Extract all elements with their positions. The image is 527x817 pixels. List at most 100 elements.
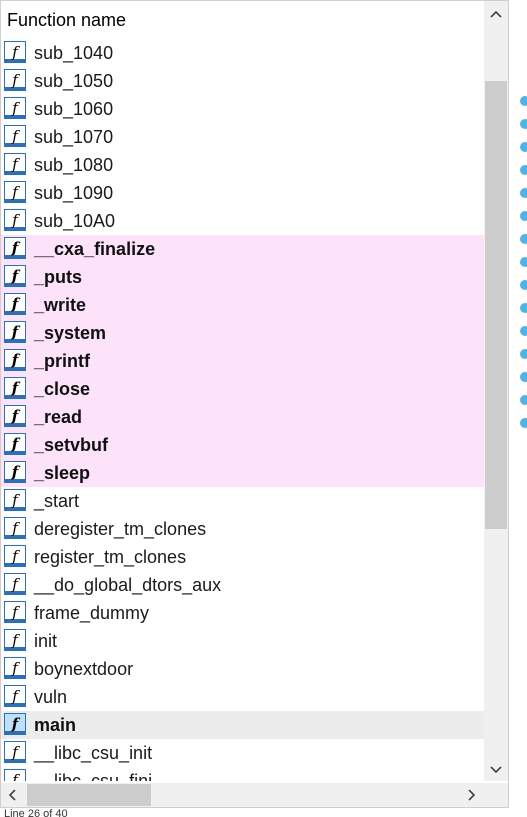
function-name: sub_1040	[34, 43, 114, 63]
function-name: sub_1090	[34, 183, 114, 203]
svg-text:f: f	[11, 687, 20, 705]
horizontal-scrollbar[interactable]	[1, 783, 484, 807]
function-name: init	[34, 631, 58, 651]
svg-text:f: f	[11, 99, 20, 117]
side-marker-dot	[520, 418, 527, 428]
svg-text:f: f	[11, 239, 21, 257]
side-marker-dot	[520, 96, 527, 106]
function-row[interactable]: f _puts	[1, 263, 484, 291]
vertical-scroll-thumb[interactable]	[485, 81, 507, 529]
function-icon: f	[4, 125, 26, 147]
svg-text:f: f	[11, 71, 20, 89]
scrollbar-corner	[484, 783, 508, 807]
svg-text:f: f	[11, 771, 20, 781]
function-name: sub_1060	[34, 99, 114, 119]
function-icon: f	[4, 405, 26, 427]
function-icon: f	[4, 685, 26, 707]
function-name: _read	[34, 407, 83, 427]
function-row[interactable]: f _read	[1, 403, 484, 431]
function-icon: f	[4, 265, 26, 287]
function-name: register_tm_clones	[34, 547, 187, 567]
function-icon: f	[4, 741, 26, 763]
function-name: _start	[34, 491, 80, 511]
function-icon: f	[4, 545, 26, 567]
function-row[interactable]: f register_tm_clones	[1, 543, 484, 571]
svg-text:f: f	[11, 631, 20, 649]
function-icon: f	[4, 97, 26, 119]
side-marker-dot	[520, 211, 527, 221]
status-bar: Line 26 of 40	[4, 808, 68, 817]
function-row[interactable]: f __libc_csu_init	[1, 739, 484, 767]
function-name: _system	[34, 323, 107, 343]
function-icon: f	[4, 349, 26, 371]
function-row[interactable]: f sub_1060	[1, 95, 484, 123]
function-row[interactable]: f _printf	[1, 347, 484, 375]
svg-text:f: f	[11, 155, 20, 173]
chevron-up-icon[interactable]	[484, 3, 508, 27]
function-icon: f	[4, 601, 26, 623]
svg-text:f: f	[11, 435, 21, 453]
svg-text:f: f	[11, 295, 21, 313]
horizontal-scroll-thumb[interactable]	[27, 784, 151, 806]
function-icon: f	[4, 69, 26, 91]
function-name: _setvbuf	[34, 435, 109, 455]
function-name: vuln	[34, 687, 68, 707]
function-row[interactable]: f_close	[1, 375, 484, 403]
function-row[interactable]: f sub_1040	[1, 39, 484, 67]
function-name: frame_dummy	[34, 603, 150, 623]
side-marker-dot	[520, 280, 527, 290]
column-header-function-name[interactable]: Function name	[1, 1, 484, 39]
function-name: _write	[34, 295, 87, 315]
function-row[interactable]: f_sleep	[1, 459, 484, 487]
function-icon: f	[4, 181, 26, 203]
chevron-right-icon[interactable]	[459, 783, 483, 807]
function-row[interactable]: f _setvbuf	[1, 431, 484, 459]
function-row[interactable]: f__libc_csu_fini	[1, 767, 484, 781]
side-marker-dot	[520, 395, 527, 405]
function-name: deregister_tm_clones	[34, 519, 207, 539]
function-row[interactable]: f__cxa_finalize	[1, 235, 484, 263]
side-marker-dot	[520, 188, 527, 198]
svg-text:f: f	[11, 659, 20, 677]
function-row[interactable]: f _system	[1, 319, 484, 347]
function-icon: f	[4, 629, 26, 651]
function-row[interactable]: f _write	[1, 291, 484, 319]
function-icon: f	[4, 769, 26, 781]
function-icon: f	[4, 41, 26, 63]
svg-text:f: f	[11, 379, 21, 397]
function-icon: f	[4, 293, 26, 315]
function-icon: f	[4, 209, 26, 231]
function-row[interactable]: f_start	[1, 487, 484, 515]
svg-text:f: f	[11, 743, 20, 761]
svg-text:f: f	[11, 267, 21, 285]
svg-text:f: f	[11, 547, 20, 565]
function-name: _printf	[34, 351, 90, 371]
svg-text:f: f	[11, 351, 21, 369]
side-marker-dot	[520, 326, 527, 336]
function-row[interactable]: f frame_dummy	[1, 599, 484, 627]
function-row[interactable]: f sub_1090	[1, 179, 484, 207]
vertical-scrollbar[interactable]	[484, 1, 508, 781]
function-icon: f	[4, 321, 26, 343]
side-marker-dot	[520, 165, 527, 175]
function-icon: f	[4, 377, 26, 399]
side-marker-dot	[520, 372, 527, 382]
function-row[interactable]: f__do_global_dtors_aux	[1, 571, 484, 599]
chevron-down-icon[interactable]	[484, 757, 508, 781]
svg-text:f: f	[11, 211, 20, 229]
function-name: _puts	[34, 267, 83, 287]
function-name: __libc_csu_init	[34, 743, 153, 763]
svg-text:f: f	[11, 183, 20, 201]
chevron-left-icon[interactable]	[1, 783, 25, 807]
